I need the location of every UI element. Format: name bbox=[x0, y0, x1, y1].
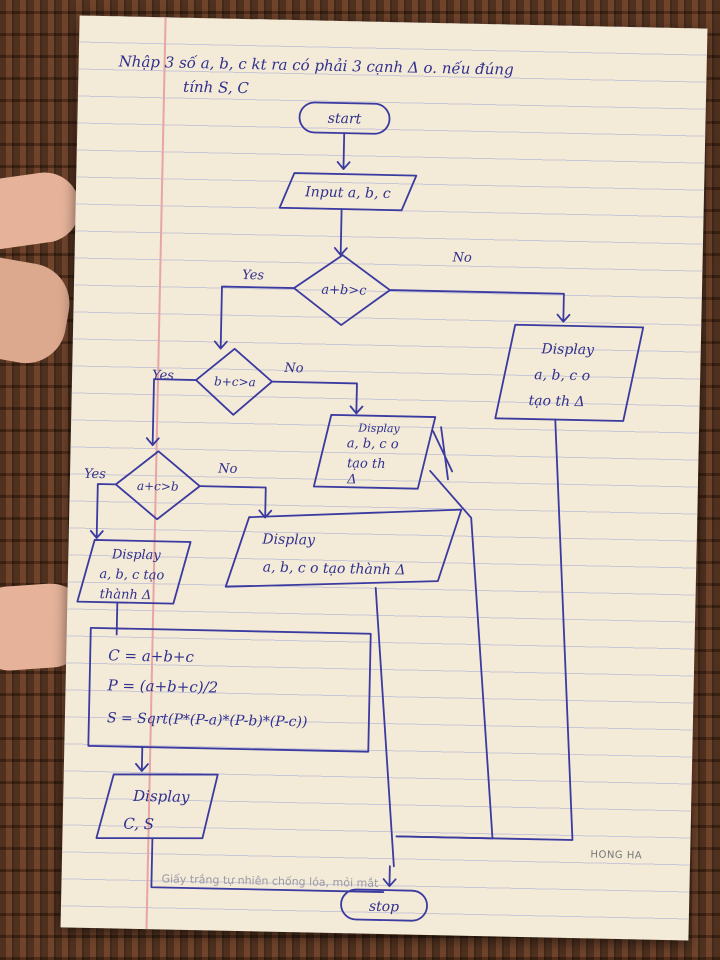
input-parallelogram bbox=[278, 172, 418, 212]
edge-cond1-yes bbox=[213, 285, 295, 350]
process-line3: S = Sqrt(P*(P-a)*(P-b)*(P-c)) bbox=[107, 710, 308, 730]
edge-no3-label: No bbox=[217, 462, 238, 477]
process-line2: P = (a+b+c)/2 bbox=[106, 676, 218, 696]
arrow-display-process bbox=[115, 601, 119, 636]
display-no3-line2: a, b, c o tạo thành Δ bbox=[263, 559, 406, 578]
stop-label: stop bbox=[369, 899, 400, 916]
display-out-line1: Display bbox=[132, 787, 190, 806]
display-yes-line2: a, b, c tạo bbox=[99, 567, 164, 583]
header-line-2: tính S, C bbox=[183, 78, 250, 97]
display-yes-line1: Display bbox=[111, 547, 162, 563]
edge-yes2-label: Yes bbox=[152, 368, 174, 383]
display-no1-line2: a, b, c o bbox=[534, 367, 590, 384]
display-not-triangle-3 bbox=[224, 508, 463, 588]
edge-no1-label: No bbox=[451, 250, 472, 265]
display-no2-line4: Δ bbox=[346, 472, 357, 487]
edge-cond3-yes bbox=[89, 483, 117, 539]
display-no1-line1: Display bbox=[540, 341, 595, 358]
display-no2-line1: Display bbox=[357, 421, 400, 435]
arrow-to-stop bbox=[382, 865, 397, 888]
edge-output-merge bbox=[150, 838, 385, 893]
edge-cond2-no bbox=[271, 380, 364, 415]
arrow-input-cond1 bbox=[333, 208, 348, 256]
edge-cond2-yes bbox=[145, 378, 197, 447]
edge-no1-down bbox=[395, 418, 574, 841]
arrow-start-input bbox=[336, 132, 351, 170]
display-out-line2: C, S bbox=[123, 815, 154, 834]
header-line-1: Nhập 3 số a, b, c kt ra có phải 3 cạnh Δ… bbox=[117, 52, 513, 78]
cond2-diamond bbox=[195, 347, 273, 416]
scribble-mark bbox=[432, 426, 454, 481]
edge-no3-down bbox=[374, 586, 395, 868]
edge-yes1-label: Yes bbox=[242, 268, 264, 283]
cond1-diamond bbox=[293, 254, 391, 326]
edge-yes3-label: Yes bbox=[84, 467, 106, 482]
cond3-diamond bbox=[114, 450, 201, 521]
stop-terminal bbox=[340, 888, 428, 922]
edge-cond3-no bbox=[198, 485, 273, 519]
display-no1-line3: tạo th Δ bbox=[528, 393, 584, 410]
start-label: start bbox=[328, 111, 362, 128]
display-not-triangle-2 bbox=[312, 413, 437, 490]
edge-no2-down bbox=[395, 470, 494, 840]
display-yes-line3: thành Δ bbox=[100, 587, 152, 603]
arrow-process-output bbox=[135, 746, 149, 772]
process-line1: C = a+b+c bbox=[108, 646, 195, 666]
display-output bbox=[95, 773, 219, 840]
display-is-triangle bbox=[76, 539, 192, 605]
process-box bbox=[87, 626, 372, 753]
display-not-triangle-1 bbox=[494, 323, 645, 422]
display-no3-line1: Display bbox=[261, 531, 316, 548]
edge-cond1-no bbox=[389, 289, 571, 323]
display-no2-line3: tạo th bbox=[347, 456, 386, 472]
cond3-label: a+c>b bbox=[137, 479, 179, 494]
display-no2-line2: a, b, c o bbox=[347, 436, 399, 452]
edge-no2-label: No bbox=[283, 361, 304, 376]
input-label: Input a, b, c bbox=[304, 184, 391, 202]
cond1-label: a+b>c bbox=[321, 283, 367, 299]
cond2-label: b+c>a bbox=[214, 374, 256, 389]
